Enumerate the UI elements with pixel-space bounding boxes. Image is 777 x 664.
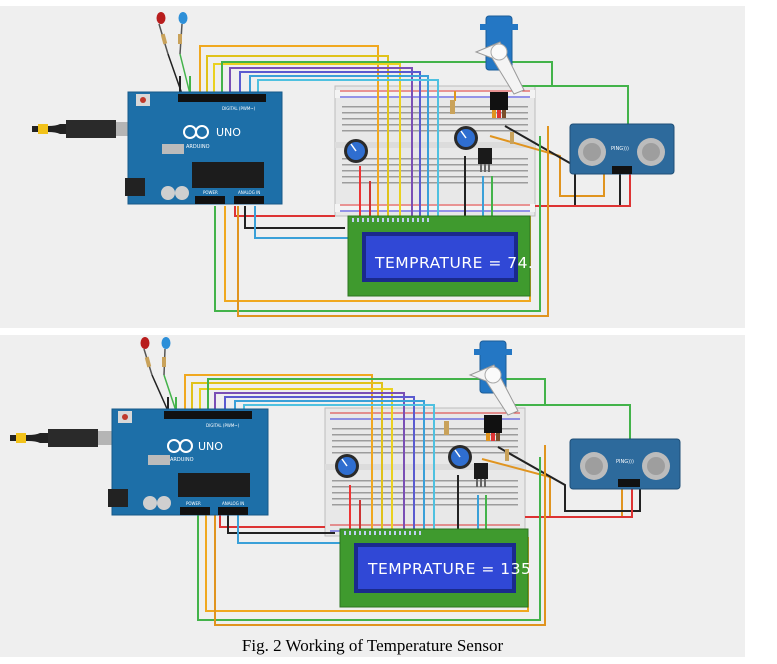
analog-label: ANALOG IN xyxy=(222,501,244,506)
servo-motor xyxy=(474,15,525,118)
arduino-board: UNO ARDUINO DIGITAL (PWM~) POWER ANALOG … xyxy=(125,91,283,205)
digital-label: DIGITAL (PWM~) xyxy=(222,106,256,111)
power-label: POWER xyxy=(186,501,201,506)
temperature-sensor xyxy=(474,463,488,487)
potentiometer xyxy=(454,126,478,150)
potentiometer xyxy=(335,454,359,478)
wires xyxy=(179,45,631,317)
resistor xyxy=(444,421,449,435)
digital-label: DIGITAL (PWM~) xyxy=(206,423,240,428)
resistor xyxy=(450,100,455,114)
power-label: POWER xyxy=(203,190,218,195)
arduino-brand-text: ARDUINO xyxy=(170,457,194,463)
blue-led xyxy=(161,337,177,412)
wires xyxy=(167,374,641,626)
potentiometer xyxy=(448,445,472,469)
arduino-board: UNO ARDUINO DIGITAL (PWM~) POWER ANALOG … xyxy=(108,408,269,516)
ultrasonic-sensor: PING))) xyxy=(569,438,681,490)
temperature-sensor xyxy=(478,148,492,172)
resistor xyxy=(510,132,514,144)
lcd-readout: TEMPRATURE = 74. xyxy=(374,254,533,272)
usb-cable xyxy=(32,120,138,138)
servo-motor xyxy=(468,340,519,441)
circuit-panel-top: UNO ARDUINO DIGITAL (PWM~) POWER ANALOG … xyxy=(0,6,745,328)
lcd-readout: TEMPRATURE = 135 xyxy=(367,560,531,578)
circuit-panel-bottom: UNO ARDUINO DIGITAL (PWM~) POWER ANALOG … xyxy=(0,335,745,657)
potentiometer xyxy=(344,139,368,163)
resistor xyxy=(505,449,509,461)
usb-cable xyxy=(10,429,118,447)
uno-logo-text: UNO xyxy=(216,126,241,139)
red-led xyxy=(156,12,183,95)
ultrasonic-sensor: PING))) xyxy=(569,123,675,175)
blue-led xyxy=(178,12,191,95)
lcd-display: TEMPRATURE = 74. xyxy=(347,215,533,297)
red-led xyxy=(140,337,169,412)
lcd-display: TEMPRATURE = 135 xyxy=(339,528,531,608)
circuit-diagram-top: UNO ARDUINO DIGITAL (PWM~) POWER ANALOG … xyxy=(32,12,675,317)
arduino-brand-text: ARDUINO xyxy=(186,144,210,150)
analog-label: ANALOG IN xyxy=(238,190,260,195)
uno-logo-text: UNO xyxy=(198,440,223,453)
ultrasonic-label: PING))) xyxy=(616,459,634,465)
figure-caption: Fig. 2 Working of Temperature Sensor xyxy=(241,636,504,655)
ultrasonic-label: PING))) xyxy=(611,146,629,152)
circuit-diagram-bottom: UNO ARDUINO DIGITAL (PWM~) POWER ANALOG … xyxy=(10,337,681,626)
